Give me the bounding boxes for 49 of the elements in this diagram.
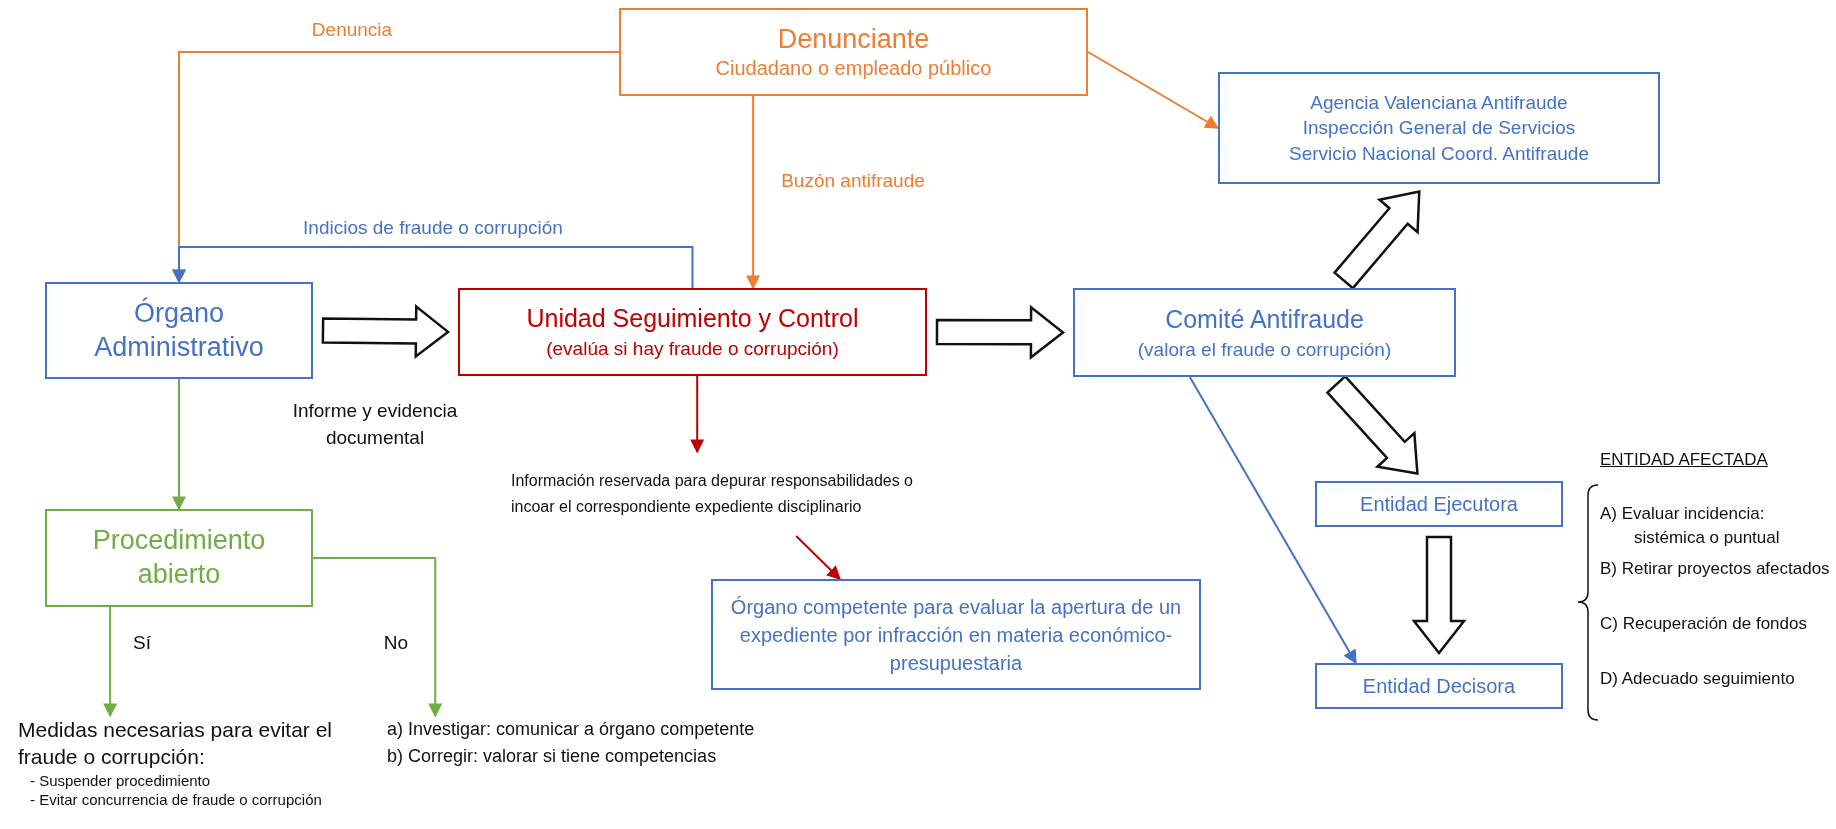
process-box xyxy=(1218,72,1660,184)
box-title: Entidad Ejecutora xyxy=(1359,492,1519,516)
process-box xyxy=(458,288,927,376)
block-arrow xyxy=(1332,190,1421,290)
process-box xyxy=(711,579,1201,690)
box-subtitle: (valora el fraude o corrupción) xyxy=(1136,337,1393,362)
box-title: Procedimiento abierto xyxy=(91,524,267,591)
organization-name: Agencia Valenciana Antifraude xyxy=(1309,90,1569,115)
section-heading: ENTIDAD AFECTADA xyxy=(1600,449,1769,471)
arrow xyxy=(690,375,705,454)
arrow xyxy=(103,606,118,718)
list-item: C) Recuperación de fondos xyxy=(1600,613,1808,635)
arrow xyxy=(312,557,443,718)
list-item: A) Evaluar incidencia: sistémica o puntual xyxy=(1600,503,1781,549)
process-box xyxy=(1315,481,1563,527)
box-subtitle: (evalúa si hay fraude o corrupción) xyxy=(545,337,840,362)
organization-name: Servicio Nacional Coord. Antifraude xyxy=(1288,141,1590,166)
list-item: D) Adecuado seguimiento xyxy=(1600,668,1796,690)
process-box xyxy=(1315,663,1563,709)
annotation-text: Informe y evidencia documental xyxy=(291,399,459,450)
box-subtitle: Ciudadano o empleado público xyxy=(714,56,993,82)
process-box xyxy=(1073,288,1456,377)
box-title: Unidad Seguimiento y Control xyxy=(525,303,860,335)
box-title: Órgano Administrativo xyxy=(93,296,265,364)
process-box xyxy=(45,509,313,607)
note-heading: Medidas necesarias para evitar el fraude o corrupción: xyxy=(18,717,333,771)
arrow xyxy=(172,246,694,289)
arrow xyxy=(1188,376,1357,665)
list-item: B) Retirar proyectos afectados xyxy=(1600,558,1831,580)
bullet-item: - Evitar concurrencia de fraude o corrupción xyxy=(29,790,323,810)
option-text: b) Corregir: valorar si tiene competencias xyxy=(387,745,718,768)
arrow xyxy=(172,378,186,511)
arrow xyxy=(1087,51,1220,129)
arrow xyxy=(795,535,841,580)
process-box xyxy=(45,282,313,379)
block-arrow xyxy=(935,304,1066,360)
block-arrow xyxy=(1325,374,1419,476)
block-arrow xyxy=(321,304,451,360)
box-text: Órgano competente para evaluar la apertura de un expediente por infracción en materia económico-presupuestaria xyxy=(729,594,1183,676)
bullet-item: - Suspender procedimiento xyxy=(29,770,212,791)
box-title: Denunciante xyxy=(776,22,931,56)
box-title: Entidad Decisora xyxy=(1361,674,1517,698)
note-text: Información reservada para depurar responsabilidades o incoar el correspondiente expediente disciplinario xyxy=(511,471,914,517)
box-title: Comité Antifraude xyxy=(1164,303,1365,335)
process-box xyxy=(619,8,1088,96)
arrow xyxy=(746,95,761,290)
block-arrow xyxy=(1411,535,1467,656)
option-text: a) Investigar: comunicar a órgano competente xyxy=(387,718,756,741)
organization-name: Inspección General de Servicios xyxy=(1301,116,1577,141)
